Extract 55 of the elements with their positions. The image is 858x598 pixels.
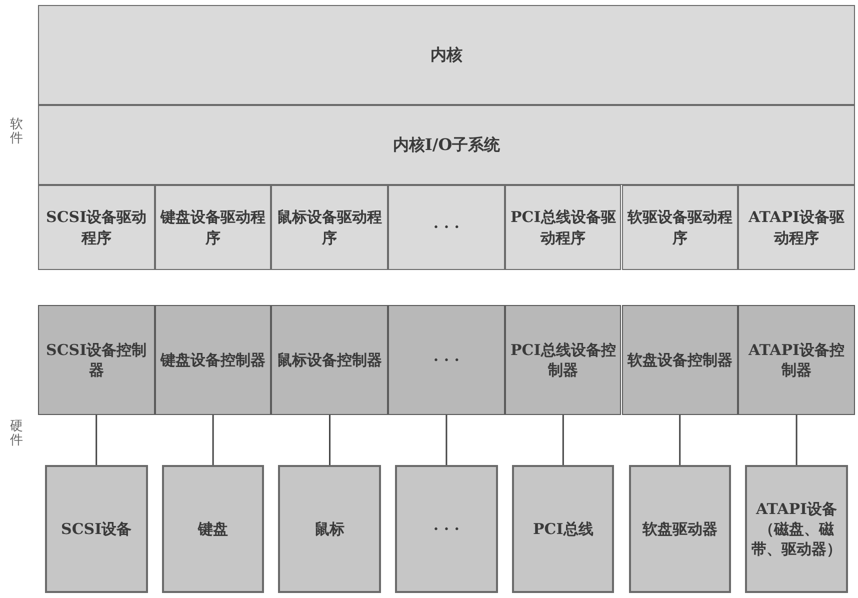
node-text: 鼠标设备驱动程序 [276,207,384,248]
node-text: PCI总线设备驱动程序 [510,207,616,248]
side-label: 硬件 [10,420,23,449]
node-text: ATAPI设备驱动程序 [747,207,846,248]
node-text: · · · [433,518,460,540]
software-layer-box [504,185,622,270]
connector-line [562,415,564,465]
device-box [512,465,614,593]
node-text: ATAPI设备（磁盘、磁带、驱动器） [751,498,842,560]
node-text: 鼠标 [314,518,345,540]
software-layer-box [38,105,855,185]
device-box [278,465,382,593]
software-layer-box [622,185,738,270]
node-text: SCSI设备控制器 [45,340,148,380]
controller-box [738,305,855,415]
node-text: · · · [433,217,460,238]
node-text: SCSI设备驱动程序 [45,207,148,248]
controller-box [38,305,155,415]
device-box [395,465,498,593]
software-layer-box [738,185,855,270]
node-text: 鼠标设备控制器 [277,350,382,370]
node-text: SCSI设备 [61,518,132,540]
node-text: PCI总线设备控制器 [510,340,616,380]
node-text: ATAPI设备控制器 [747,340,846,380]
controller-box [504,305,622,415]
node-text: 软盘设备控制器 [627,350,732,370]
software-layer-box [154,185,272,270]
connector-line [446,415,448,465]
side-label: 软件 [10,118,23,147]
device-box [628,465,732,593]
controller-box [271,305,388,415]
connector-line [796,415,798,465]
software-layer-box [388,185,505,270]
node-text: PCI总线 [533,518,594,540]
node-text: 键盘设备控制器 [160,350,266,370]
connector-line [96,415,98,465]
device-box [45,465,148,593]
connector-line [679,415,681,465]
connector-line [212,415,214,465]
node-text: · · · [433,350,460,370]
controller-box [388,305,505,415]
node-text: 键盘 [198,518,228,540]
device-box [162,465,264,593]
device-box [745,465,848,593]
node-text: 软盘驱动器 [642,518,718,540]
node-text: 软驱设备驱动程序 [626,207,734,248]
controller-box [622,305,738,415]
node-text: 内核I/O子系统 [392,134,500,156]
software-layer-box [271,185,388,270]
controller-box [154,305,272,415]
node-text: 内核 [430,44,462,66]
software-layer-box [38,185,155,270]
connector-line [329,415,330,465]
node-text: 键盘设备驱动程序 [160,207,266,248]
software-layer-box [38,5,855,105]
